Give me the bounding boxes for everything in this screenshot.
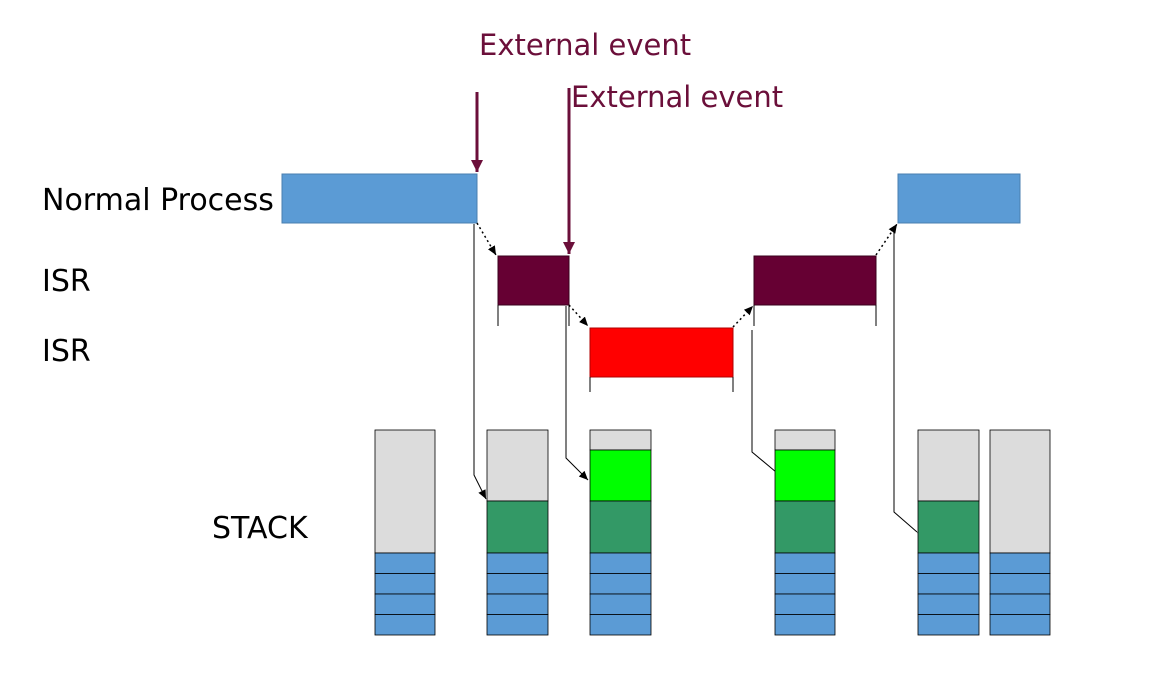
external-event-label-1: External event bbox=[479, 28, 691, 62]
stack-label: STACK bbox=[212, 511, 309, 546]
stack-snapshot-4 bbox=[774, 429, 836, 636]
isr-level-1-bar-2 bbox=[753, 255, 877, 306]
stack-snapshot-3 bbox=[589, 429, 652, 636]
isr-label-level-1: ISR bbox=[42, 264, 91, 299]
normal-process-bar-1 bbox=[281, 173, 478, 224]
isr-label-level-2: ISR bbox=[42, 334, 91, 369]
stack-snapshot-1 bbox=[374, 429, 436, 636]
external-event-label-2: External event bbox=[571, 80, 783, 114]
stack-snapshot-5 bbox=[917, 429, 980, 636]
normal-process-label: Normal Process bbox=[42, 183, 274, 218]
normal-process-bar-2 bbox=[897, 173, 1021, 224]
isr-level-2-bar bbox=[589, 327, 734, 378]
stack-snapshot-2 bbox=[486, 429, 549, 636]
stack-connector-arrows bbox=[473, 224, 927, 541]
stack-snapshot-6 bbox=[989, 429, 1051, 636]
isr-level-1-bar-1 bbox=[497, 255, 570, 306]
isr-tick-marks bbox=[497, 305, 877, 392]
